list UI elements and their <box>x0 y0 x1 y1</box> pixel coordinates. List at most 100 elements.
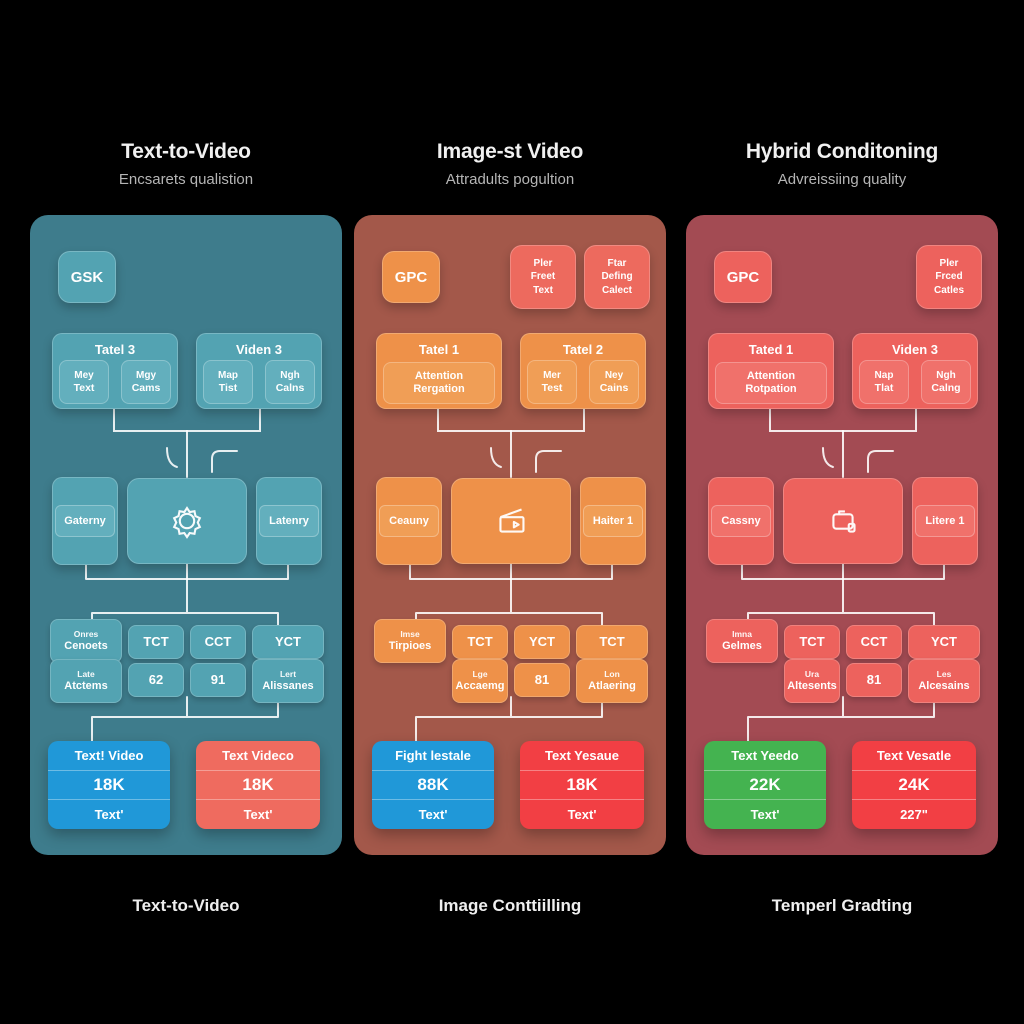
stage-box-title: Tatel 3 <box>94 342 136 357</box>
sub-chip: Ney Cains <box>589 360 639 404</box>
metric-cell: YCT <box>908 625 980 659</box>
metric-cell: CCT <box>846 625 902 659</box>
sub-chip: Mgy Cams <box>121 360 171 404</box>
processor-node <box>451 478 571 564</box>
stage-box-title: Tatel 2 <box>562 342 604 357</box>
card-value: 88K <box>372 769 494 800</box>
metric-cell: 81 <box>514 663 570 697</box>
stage-box-title: Tated 1 <box>748 342 794 357</box>
column-footer-label: Temperl Gradting <box>771 896 913 915</box>
result-card: Text Vesatle 24K 227" <box>852 741 976 829</box>
card-value: 18K <box>196 769 320 800</box>
stage-box: Tatel 3 Mey Text Mgy Cams <box>52 333 178 409</box>
card-value: 22K <box>704 769 826 800</box>
column-footer-label: Text-to-Video <box>132 896 240 915</box>
stage-box-title: Tatel 1 <box>418 342 460 357</box>
side-node-label: Haiter 1 <box>583 505 643 537</box>
stage-box: Tated 1 Attention Rotpation <box>708 333 834 409</box>
metric-cell: Lge Accaemg <box>452 659 508 703</box>
metric-cell: TCT <box>576 625 648 659</box>
metric-cell: Lert Alissanes <box>252 659 324 703</box>
side-node-label: Latenry <box>259 505 319 537</box>
result-card: Text! Video 18K Text' <box>48 741 170 829</box>
stage-box: Tatel 2 Mer Test Ney Cains <box>520 333 646 409</box>
card-title: Text Videco <box>222 747 294 763</box>
side-node-label: Ceauny <box>379 505 439 537</box>
result-card: Text Yeedo 22K Text' <box>704 741 826 829</box>
stage-box-title: Viden 3 <box>235 342 282 357</box>
column-subtitle: Attradults pogultion <box>445 171 575 188</box>
card-value: 18K <box>520 769 644 800</box>
metric-cell: Late Atctems <box>50 659 122 703</box>
card-value: 24K <box>852 769 976 800</box>
metric-cell: Imna Gelmes <box>706 619 778 663</box>
sub-chip: Ngh Calns <box>265 360 315 404</box>
column-title: Hybrid Conditoning <box>745 140 939 163</box>
metric-cell: Les Alcesains <box>908 659 980 703</box>
metric-cell: Ura Altesents <box>784 659 840 703</box>
model-badge: GPC <box>382 251 440 303</box>
metric-cell: Imse Tirpioes <box>374 619 446 663</box>
stage-box: Viden 3 Map Tist Ngh Calns <box>196 333 322 409</box>
sub-chip: Mey Text <box>59 360 109 404</box>
stage-box: Tatel 1 Attention Rergation <box>376 333 502 409</box>
panel-hybrid-conditioning: GPC Pler Frced Catles Tated 1 Attention … <box>686 215 998 855</box>
metric-cell: Onres Cenoets <box>50 619 122 663</box>
alert-badge: Ftar Defing Calect <box>584 245 650 309</box>
metric-cell: Lon Atlaering <box>576 659 648 703</box>
metric-cell: 91 <box>190 663 246 697</box>
sub-chip: Map Tist <box>203 360 253 404</box>
metric-cell: TCT <box>784 625 840 659</box>
card-title: Text Yesaue <box>545 747 619 763</box>
side-node-label: Gaterny <box>55 505 115 537</box>
metric-cell: 81 <box>846 663 902 697</box>
metric-cell: YCT <box>252 625 324 659</box>
sub-chip: Ngh Calng <box>921 360 971 404</box>
result-card: Text Videco 18K Text' <box>196 741 320 829</box>
metric-cell: YCT <box>514 625 570 659</box>
sub-chip: Attention Rotpation <box>715 362 827 404</box>
sub-chip: Nap Tlat <box>859 360 909 404</box>
card-title: Text Yeedo <box>731 747 799 763</box>
result-card: Fight lestale 88K Text' <box>372 741 494 829</box>
alert-badge: Pler Frced Catles <box>916 245 982 309</box>
side-node-label: Litere 1 <box>915 505 975 537</box>
card-sub: 227" <box>852 799 976 829</box>
card-title: Text! Video <box>74 747 144 763</box>
processor-node <box>783 478 903 564</box>
camera-icon <box>832 510 856 533</box>
card-sub: Text' <box>520 799 644 829</box>
column-header: Hybrid Conditoning Advreissiing quality <box>686 140 998 188</box>
processor-node <box>127 478 247 564</box>
column-title: Image-st Video <box>436 140 584 163</box>
stage-box-title: Viden 3 <box>891 342 938 357</box>
column-subtitle: Advreissiing quality <box>777 171 907 188</box>
stage-box: Viden 3 Nap Tlat Ngh Calng <box>852 333 978 409</box>
alert-badge: Pler Freet Text <box>510 245 576 309</box>
sub-chip: Attention Rergation <box>383 362 495 404</box>
card-sub: Text' <box>372 799 494 829</box>
column-header: Image-st Video Attradults pogultion <box>354 140 666 188</box>
card-sub: Text' <box>48 799 170 829</box>
metric-cell: CCT <box>190 625 246 659</box>
card-value: 18K <box>48 769 170 800</box>
card-title: Text Vesatle <box>876 747 952 763</box>
gear-icon <box>172 506 202 539</box>
metric-cell: TCT <box>128 625 184 659</box>
model-badge: GSK <box>58 251 116 303</box>
side-node-label: Cassny <box>711 505 771 537</box>
card-sub: Text' <box>704 799 826 829</box>
card-sub: Text' <box>196 799 320 829</box>
column-header: Text-to-Video Encsarets qualistion <box>30 140 342 188</box>
metric-cell: 62 <box>128 663 184 697</box>
column-title: Text-to-Video <box>121 140 251 163</box>
panel-image-to-video: GPC Pler Freet Text Ftar Defing Calect T… <box>354 215 666 855</box>
card-title: Fight lestale <box>395 747 471 763</box>
metric-cell: TCT <box>452 625 508 659</box>
clapperboard-icon <box>499 508 525 533</box>
result-card: Text Yesaue 18K Text' <box>520 741 644 829</box>
sub-chip: Mer Test <box>527 360 577 404</box>
model-badge: GPC <box>714 251 772 303</box>
panel-text-to-video: GSK Tatel 3 Mey Text Mgy Cams Viden 3 Ma… <box>30 215 342 855</box>
